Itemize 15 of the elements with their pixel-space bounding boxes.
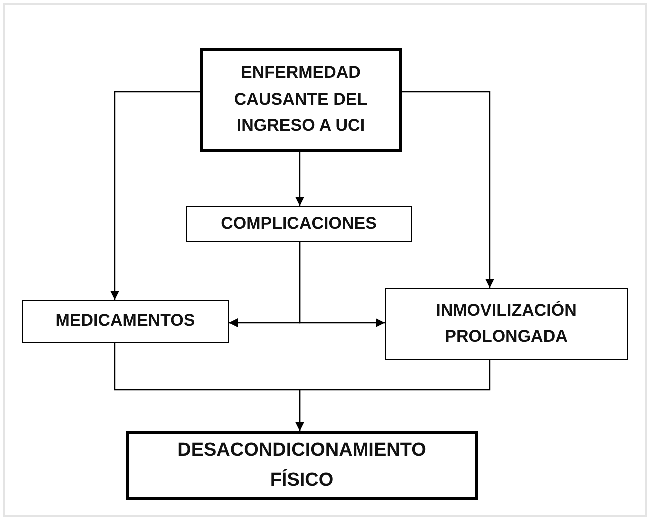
process-box	[385, 288, 628, 360]
arrow	[402, 91, 494, 288]
node-label: DESACONDICIONAMIENTO FÍSICO	[176, 439, 428, 492]
node-label: INMOVILIZACIÓN PROLONGADA	[435, 300, 578, 348]
arrow	[299, 242, 385, 328]
process-box	[186, 206, 412, 242]
arrow	[110, 91, 200, 300]
node-label: MEDICAMENTOS	[56, 310, 196, 332]
process-box	[126, 431, 478, 500]
node-label: COMPLICACIONES	[221, 212, 377, 235]
arrow	[296, 360, 491, 431]
process-box	[200, 48, 402, 152]
process-box	[22, 300, 229, 343]
arrow	[296, 152, 304, 206]
node-label: ENFERMEDAD CAUSANTE DEL INGRESO A UCI	[233, 62, 369, 138]
